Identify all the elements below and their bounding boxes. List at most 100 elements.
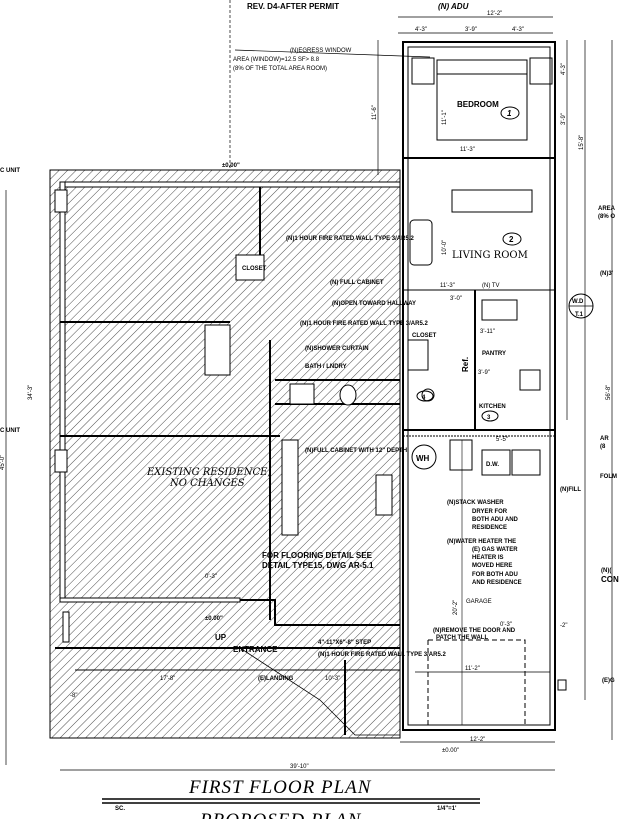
room-bath-number: 4 bbox=[422, 395, 426, 401]
step-note: 4"-11"X6"-8" STEP bbox=[318, 640, 371, 646]
cut-label-eg: (E)G bbox=[602, 678, 615, 684]
cabinet-note: (N) FULL CABINET bbox=[330, 280, 384, 286]
washer-note-3: BOTH ADU AND bbox=[472, 517, 519, 523]
note-tv: (N) TV bbox=[482, 283, 500, 289]
room-kitchen: KITCHEN bbox=[479, 404, 506, 410]
cut-label-nc: (N)( bbox=[601, 568, 611, 574]
tag-wd-top: W.D bbox=[572, 299, 584, 305]
existing-residence-2: NO CHANGES bbox=[169, 478, 245, 489]
fire-wall-note-3: (N)1 HOUR FIRE RATED WALL TYPE 3/AR5.2 bbox=[318, 652, 446, 658]
dishwasher-label: D.W. bbox=[486, 462, 499, 468]
egress-note-1: (N)EGRESS WINDOW bbox=[290, 48, 352, 54]
up-label: UP bbox=[215, 633, 227, 642]
room-bedroom-number: 1 bbox=[507, 109, 512, 118]
dim-garage-w: 11'-2" bbox=[465, 666, 480, 672]
cut-label-ar: AR bbox=[600, 436, 609, 442]
drawing-title: FIRST FLOOR PLAN bbox=[188, 777, 372, 798]
remove-door-note-2: PATCH THE WALL bbox=[436, 635, 488, 641]
drawing-subtitle: PROPOSED PLAN bbox=[199, 810, 362, 819]
c-unit-label-2: C UNIT bbox=[0, 428, 20, 434]
dim-bedroom-h: 11'-6" bbox=[372, 105, 378, 120]
dim-right-b: 3'-9" bbox=[561, 113, 567, 125]
dim-right-total: 56'-8" bbox=[606, 385, 612, 400]
dim-porch-a: 17'-8" bbox=[160, 676, 175, 682]
dimension-lines bbox=[5, 0, 613, 804]
heater-note-1: (N)WATER HEATER THE bbox=[447, 539, 516, 545]
scale-value: 1/4"=1' bbox=[437, 806, 457, 812]
dim-bedroom-inner: 11'-1" bbox=[442, 110, 448, 125]
dim-garage-step: 0'-3" bbox=[500, 622, 512, 628]
landing-label: (E)LANDING bbox=[258, 676, 294, 682]
egress-note-3: (8% OF THE TOTAL AREA ROOM) bbox=[233, 66, 327, 72]
entrance-label: ENTRANCE bbox=[233, 645, 278, 654]
existing-residence-1: EXISTING RESIDENCE, bbox=[146, 467, 271, 478]
cut-label-n3: (N)3' bbox=[600, 271, 614, 277]
cut-label-pct: (8% O bbox=[598, 214, 615, 220]
elev-top: ±0.00" bbox=[222, 163, 240, 169]
heater-note-5: FOR BOTH ADU bbox=[472, 572, 518, 578]
adu-title: (N) ADU bbox=[438, 2, 469, 11]
remove-door-note-1: (N)REMOVE THE DOOR AND bbox=[433, 628, 516, 634]
dim-seg-a: 4'-3" bbox=[415, 27, 427, 33]
dim-left-b: 45'-0" bbox=[0, 455, 6, 470]
cabinet-depth-note: (N)FULL CABINET WITH 12" DEPTH bbox=[305, 448, 407, 454]
tag-wd: W.D T.1 bbox=[568, 293, 594, 319]
elev-porch: ±0.00" bbox=[205, 616, 223, 622]
room-pantry: PANTRY bbox=[482, 351, 506, 357]
room-garage: GARAGE bbox=[466, 599, 492, 605]
dim-left-a: 34'-3" bbox=[28, 385, 34, 400]
washer-note-4: RESIDENCE bbox=[472, 525, 507, 531]
dim-closet: 3'-0" bbox=[450, 296, 462, 302]
dim-kitchen-a: 3'-9" bbox=[478, 370, 490, 376]
shower-note: (N)SHOWER CURTAIN bbox=[305, 346, 369, 352]
tag-wd-bottom: T.1 bbox=[575, 312, 584, 318]
cut-label-ar2: (8 bbox=[600, 444, 606, 450]
fire-wall-note-1: (N)1 HOUR FIRE RATED WALL TYPE 3/AR5.2 bbox=[286, 236, 414, 242]
hallway-note: (N)OPEN TOWARD HALLWAY bbox=[332, 301, 416, 307]
existing-residence bbox=[49, 169, 401, 739]
c-unit-label-1: C UNIT bbox=[0, 168, 20, 174]
dim-bedroom-w: 11'-3" bbox=[460, 147, 475, 153]
dim-kitchen-b: 5'-5" bbox=[496, 437, 508, 443]
bath-label: BATH / LNDRY bbox=[305, 364, 347, 370]
elev-adu: ±0.00" bbox=[442, 748, 459, 754]
dim-porch-small: 0'-3" bbox=[205, 574, 217, 580]
water-heater-symbol bbox=[411, 444, 437, 470]
cut-label-folm: FOLM bbox=[600, 474, 617, 480]
dim-garage-h: 20'-2" bbox=[453, 600, 459, 615]
room-bedroom: BEDROOM bbox=[457, 100, 499, 109]
revision-note: REV. D4-AFTER PERMIT bbox=[247, 2, 339, 11]
water-heater-label: WH bbox=[416, 454, 430, 463]
dim-seg-b: 3'-9" bbox=[465, 27, 477, 33]
cut-label-con: CON bbox=[601, 575, 619, 584]
flooring-note-2: DETAIL TYPE15, DWG AR-5.1 bbox=[262, 561, 374, 570]
dim-ext-grade: -8" bbox=[70, 693, 77, 699]
room-closet-2: CLOSET bbox=[242, 266, 267, 272]
dim-porch-b: 10'-3" bbox=[325, 676, 340, 682]
dim-right-c: 15'-8" bbox=[579, 135, 585, 150]
washer-note-1: (N)STACK WASHER bbox=[447, 500, 504, 506]
adu-plan bbox=[402, 41, 567, 731]
cut-label-fill: (N)FILL bbox=[560, 487, 581, 493]
heater-note-3: HEATER IS bbox=[472, 555, 504, 561]
dim-living-w: 11'-3" bbox=[440, 283, 455, 289]
room-living-number: 2 bbox=[509, 235, 514, 244]
scale-label: SC. bbox=[115, 806, 125, 812]
room-closet: CLOSET bbox=[412, 333, 437, 339]
dim-adu-bottom: 12'-2" bbox=[470, 737, 485, 743]
flooring-note-1: FOR FLOORING DETAIL SEE bbox=[262, 551, 373, 560]
dim-right-a: 4'-3" bbox=[561, 63, 567, 75]
dim-overall: 39'-10" bbox=[290, 764, 309, 770]
cut-label-area: AREA bbox=[598, 206, 616, 212]
dim-garage-ext: -2" bbox=[560, 623, 567, 629]
room-ref: Ref. bbox=[461, 357, 470, 372]
dim-living-h: 10'-0" bbox=[442, 240, 448, 255]
dim-seg-c: 4'-3" bbox=[512, 27, 524, 33]
washer-note-2: DRYER FOR bbox=[472, 509, 508, 515]
room-kitchen-number: 3 bbox=[487, 415, 491, 421]
egress-note-2: AREA (WINDOW)=12.5 SF> 8.8 bbox=[233, 57, 320, 63]
heater-note-2: (E) GAS WATER bbox=[472, 547, 518, 553]
dim-kitchen-c: 3'-11" bbox=[480, 329, 495, 335]
heater-note-4: MOVED HERE bbox=[472, 563, 512, 569]
